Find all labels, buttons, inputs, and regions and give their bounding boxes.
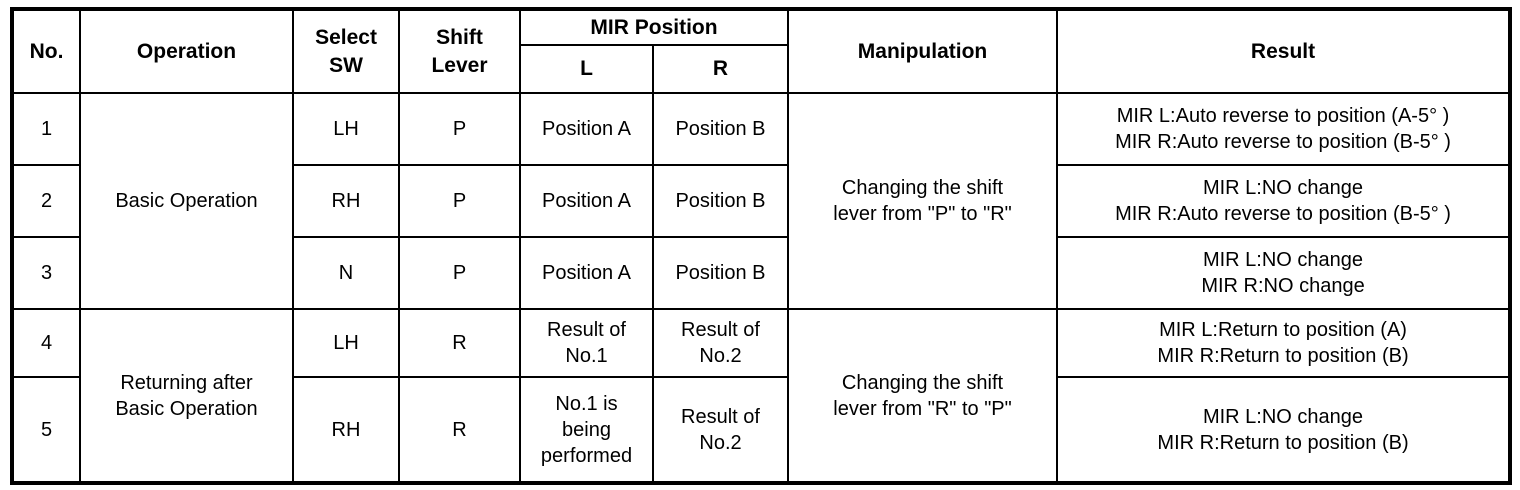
cell-mir-r: Position B <box>651 164 790 238</box>
mir-operation-table: No. Operation Select SW Shift Lever MIR … <box>10 7 1513 485</box>
table-row: 5 RH R No.1 is being performed Result of… <box>11 376 1512 484</box>
cell-no: 1 <box>11 92 81 166</box>
cell-manipulation-group-basic: Changing the shift lever from "P" to "R" <box>787 92 1059 310</box>
cell-no: 4 <box>11 308 81 378</box>
column-header-result: Result <box>1056 8 1512 94</box>
column-header-select-sw: Select SW <box>292 8 400 94</box>
table-row: 4 Returning after Basic Operation LH R R… <box>11 308 1512 484</box>
column-header-mir-l: L <box>519 44 654 94</box>
cell-shift-lever: P <box>398 164 521 238</box>
cell-mir-r: Result of No.2 <box>651 376 790 484</box>
cell-select-sw: LH <box>292 308 400 378</box>
cell-select-sw: N <box>292 236 400 310</box>
cell-no: 3 <box>11 236 81 310</box>
cell-mir-l: No.1 is being performed <box>519 376 654 484</box>
cell-mir-l: Result of No.1 <box>519 308 654 378</box>
cell-shift-lever: R <box>398 376 521 484</box>
table-header: No. Operation Select SW Shift Lever MIR … <box>11 8 1512 94</box>
cell-select-sw: RH <box>292 164 400 238</box>
table-row: 3 N P Position A Position B MIR L:NO cha… <box>11 236 1512 310</box>
table-row: 2 RH P Position A Position B MIR L:NO ch… <box>11 164 1512 238</box>
cell-operation-group-basic: Basic Operation <box>79 92 294 310</box>
cell-manipulation-group-returning: Changing the shift lever from "R" to "P" <box>787 308 1059 484</box>
cell-mir-l: Position A <box>519 236 654 310</box>
cell-shift-lever: P <box>398 236 521 310</box>
column-header-mir-r: R <box>651 44 790 94</box>
table-body: 1 Basic Operation LH P Position A Positi… <box>11 92 1512 484</box>
column-header-manipulation: Manipulation <box>787 8 1059 94</box>
spec-table-container: No. Operation Select SW Shift Lever MIR … <box>10 7 1513 485</box>
column-header-no: No. <box>11 8 81 94</box>
cell-result: MIR L:Return to position (A) MIR R:Retur… <box>1056 308 1512 378</box>
cell-no: 5 <box>11 376 81 484</box>
cell-mir-r: Position B <box>651 236 790 310</box>
cell-result: MIR L:NO change MIR R:Auto reverse to po… <box>1056 164 1512 238</box>
table-row: 1 Basic Operation LH P Position A Positi… <box>11 92 1512 310</box>
cell-mir-r: Position B <box>651 92 790 166</box>
cell-select-sw: LH <box>292 92 400 166</box>
header-row-secondary: L R <box>12 44 1510 94</box>
cell-mir-l: Position A <box>519 92 654 166</box>
cell-result: MIR L:Auto reverse to position (A-5° ) M… <box>1056 92 1512 166</box>
cell-operation-group-returning: Returning after Basic Operation <box>79 308 294 484</box>
cell-select-sw: RH <box>292 376 400 484</box>
cell-no: 2 <box>11 164 81 238</box>
column-header-operation: Operation <box>79 8 294 94</box>
column-header-shift-lever: Shift Lever <box>398 8 521 94</box>
cell-result: MIR L:NO change MIR R:NO change <box>1056 236 1512 310</box>
cell-shift-lever: P <box>398 92 521 166</box>
cell-mir-l: Position A <box>519 164 654 238</box>
cell-shift-lever: R <box>398 308 521 378</box>
cell-result: MIR L:NO change MIR R:Return to position… <box>1056 376 1512 484</box>
column-header-mir-position: MIR Position <box>518 8 790 46</box>
cell-mir-r: Result of No.2 <box>651 308 790 378</box>
header-row-primary: No. Operation Select SW Shift Lever MIR … <box>11 8 1512 94</box>
